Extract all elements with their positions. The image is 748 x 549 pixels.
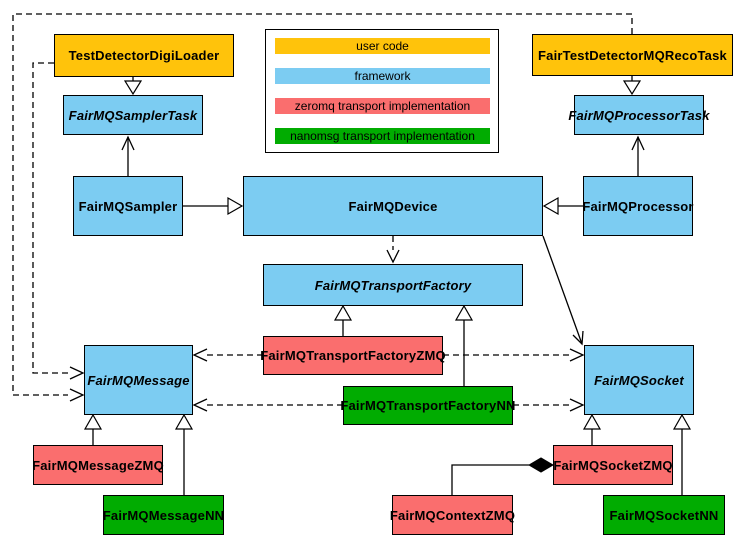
- edge-dependency-fairmqdevice-fairmqtransportfactory: [386, 236, 400, 264]
- edge-dependency-fairtestdetectormqrecotask-fairmqmessage: [12, 13, 633, 402]
- edge-inheritance-fairmqmessagezmq-fairmqmessage: [83, 413, 103, 445]
- node-fairmqprocessor: FairMQProcessor: [582, 176, 693, 236]
- node-fairmqsocketnn: FairMQSocketNN: [603, 495, 725, 535]
- legend-item-zeromq: zeromq transport implementation: [275, 98, 490, 114]
- edge-inheritance-fairtestdetectormqrecotask-fairmqprocessortask: [622, 76, 642, 96]
- node-fairmqmessagezmq: FairMQMessageZMQ: [32, 445, 164, 485]
- node-fairtestdetectormqrecotask: FairTestDetectorMQRecoTask: [532, 34, 733, 76]
- edge-inheritance-fairmqmessagenn-fairmqmessage: [174, 413, 194, 495]
- edge-inheritance-fairmqprocessor-fairmqdevice: [542, 196, 583, 216]
- edge-association-fairmqdevice-fairmqsocket: [542, 235, 584, 346]
- edge-dependency-fairmqtransportfactorynn-fairmqmessage: [192, 398, 343, 412]
- edge-dependency-fairmqtransportfactorynn-fairmqsocket: [513, 398, 585, 412]
- edge-inheritance-fairmqsocketnn-fairmqsocket: [672, 413, 692, 495]
- edge-dependency-fairmqtransportfactoryzmq-fairmqmessage: [192, 348, 263, 362]
- node-fairmqmessagenn: FairMQMessageNN: [103, 495, 224, 535]
- edge-association-fairmqsampler-fairmqsamplertask: [121, 135, 135, 176]
- legend: user code framework zeromq transport imp…: [265, 29, 499, 153]
- node-fairmqsocket: FairMQSocket: [584, 345, 694, 415]
- node-fairmqsampler: FairMQSampler: [73, 176, 183, 236]
- edge-inheritance-testdetectordigiloader-fairmqsamplertask: [123, 77, 143, 96]
- edge-dependency-fairmqtransportfactoryzmq-fairmqsocket: [443, 348, 585, 362]
- edge-inheritance-fairmqsampler-fairmqdevice: [183, 196, 244, 216]
- node-testdetectordigiloader: TestDetectorDigiLoader: [54, 34, 234, 77]
- edge-inheritance-fairmqsocketzmq-fairmqsocket: [582, 413, 602, 445]
- legend-item-framework: framework: [275, 68, 490, 84]
- node-fairmqtransportfactory: FairMQTransportFactory: [263, 264, 523, 306]
- node-fairmqdevice: FairMQDevice: [243, 176, 543, 236]
- node-fairmqmessage: FairMQMessage: [84, 345, 193, 415]
- node-fairmqtransportfactoryzmq: FairMQTransportFactoryZMQ: [260, 336, 446, 375]
- node-fairmqcontextzmq: FairMQContextZMQ: [390, 495, 515, 535]
- node-fairmqtransportfactorynn: FairMQTransportFactoryNN: [340, 386, 515, 425]
- node-fairmqprocessortask: FairMQProcessorTask: [568, 95, 709, 135]
- node-fairmqsocketzmq: FairMQSocketZMQ: [553, 445, 673, 485]
- legend-item-nanomsg: nanomsg transport implementation: [275, 128, 490, 144]
- node-fairmqsamplertask: FairMQSamplerTask: [63, 95, 203, 135]
- edge-inheritance-fairmqtransportfactorynn-fairmqtransportfactory: [454, 304, 474, 386]
- edge-composition-fairmqsocketzmq-fairmqcontextzmq: [451, 457, 554, 495]
- edge-dependency-testdetectordigiloader-fairmqmessage: [32, 62, 85, 380]
- edge-association-fairmqprocessor-fairmqprocessortask: [631, 135, 645, 176]
- edge-inheritance-fairmqtransportfactoryzmq-fairmqtransportfactory: [333, 304, 353, 336]
- legend-item-user-code: user code: [275, 38, 490, 54]
